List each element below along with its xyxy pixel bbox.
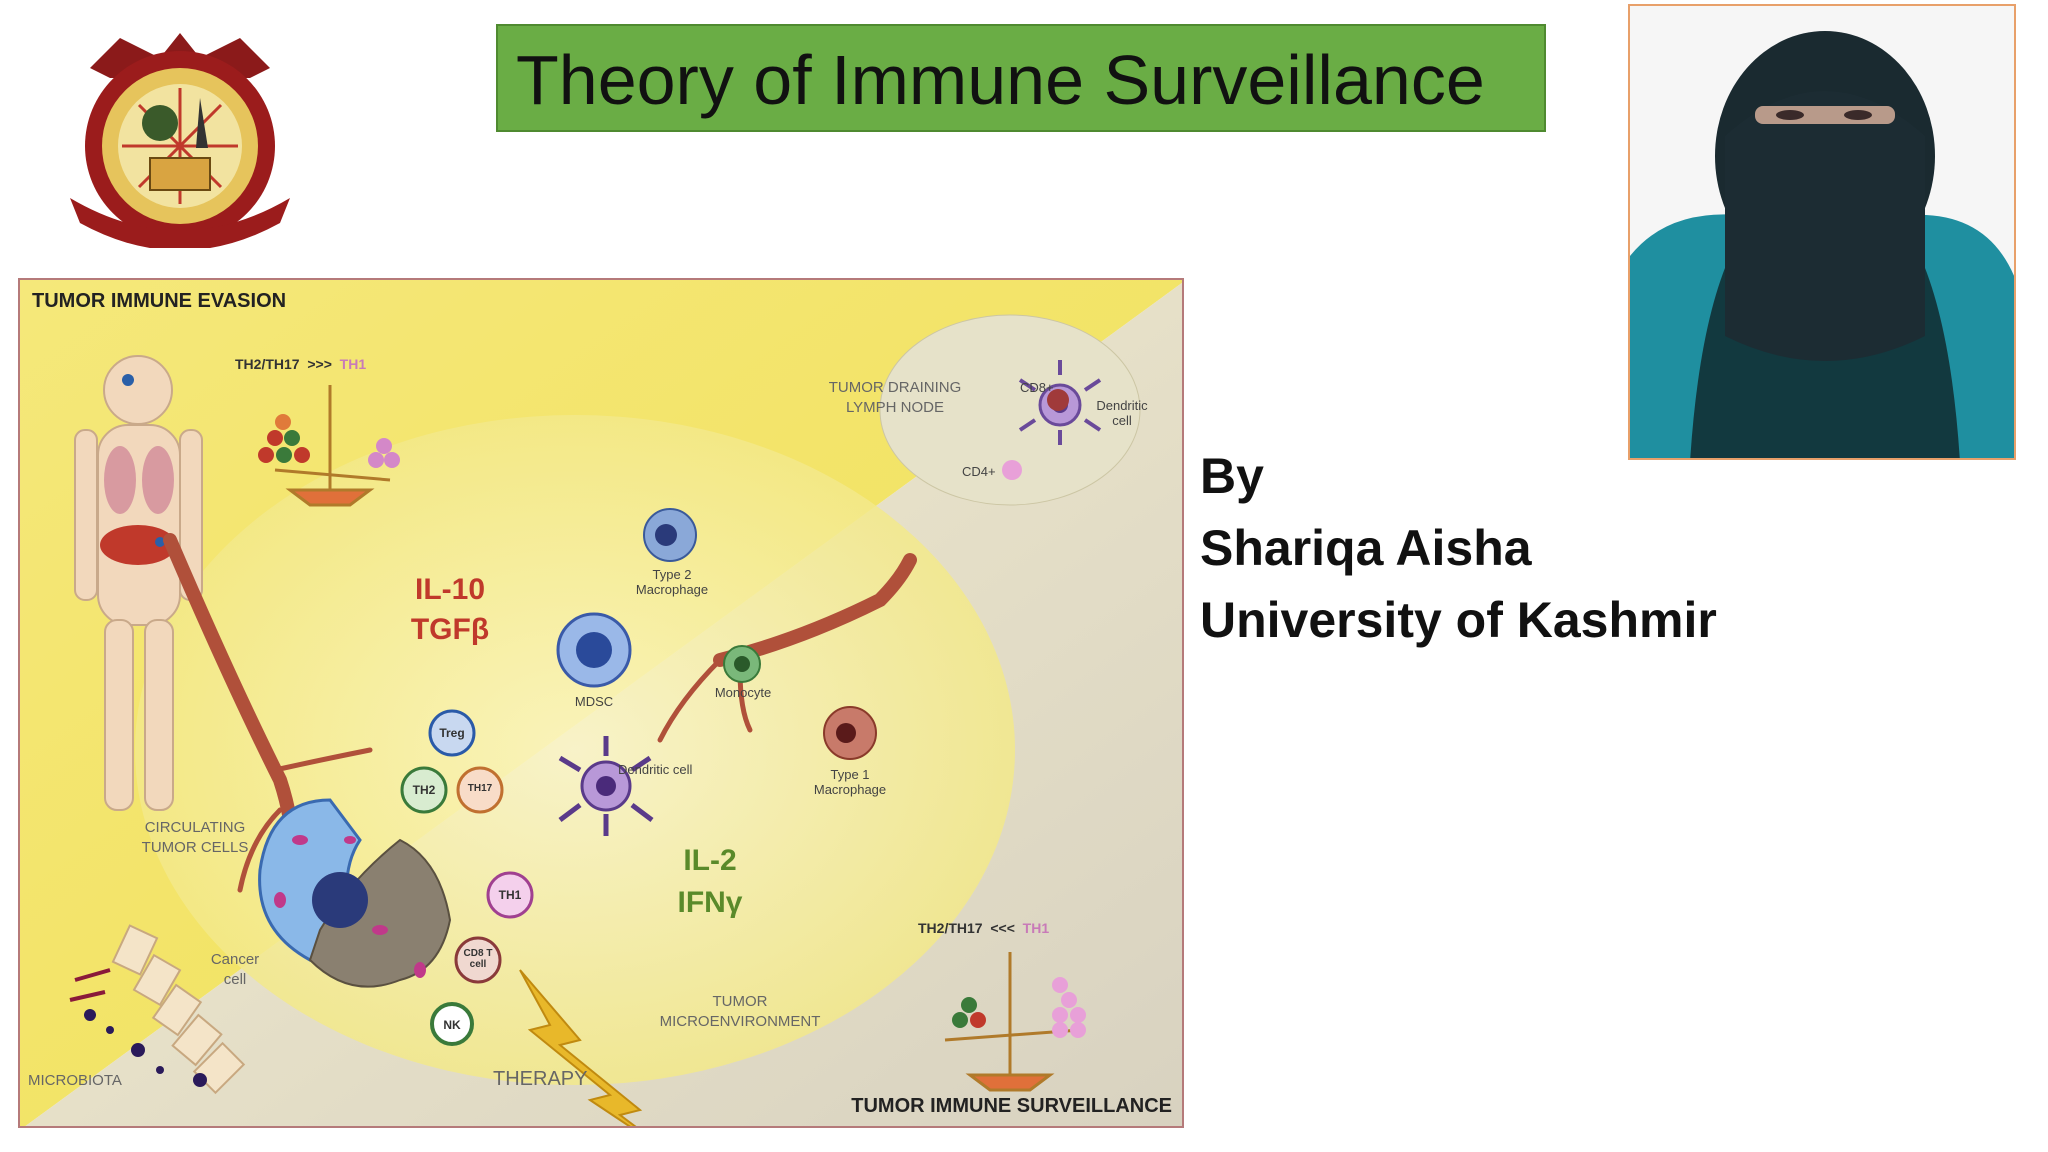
balance-bottom-label: TH2/TH17 <<< TH1 [918, 920, 1050, 936]
label-tgfb: TGFβ [410, 613, 490, 646]
cell-th2-label: TH2 [412, 783, 436, 797]
cell-th1-label: TH1 [498, 888, 522, 902]
author-affiliation: University of Kashmir [1200, 592, 1717, 648]
label-type1-macrophage: Type 1 Macrophage [813, 767, 887, 797]
label-cd4: CD4+ [962, 464, 996, 479]
label-dendritic-center: Dendritic cell [618, 762, 693, 777]
balance-top [274, 385, 391, 507]
label-ifng: IFNγ [677, 886, 743, 919]
author-line-by: By [1200, 448, 1264, 504]
label-mdsc: MDSC [574, 694, 614, 709]
label-microbiota: MICROBIOTA [28, 1072, 122, 1089]
label-cancer-cell: Cancer cell [210, 951, 260, 988]
author-name: Shariqa Aisha [1200, 520, 1532, 576]
label-dendritic-top: Dendritic cell [1096, 398, 1148, 428]
author-block: By Shariqa Aisha University of Kashmir [1200, 440, 1717, 656]
label-monocyte: Monocyte [714, 685, 772, 700]
cell-treg-label: Treg [439, 726, 465, 740]
balance-top-label: TH2/TH17 >>> TH1 [235, 356, 367, 372]
cell-nk-label: NK [443, 1018, 461, 1032]
label-lymph-node: TUMOR DRAINING LYMPH NODE [828, 379, 962, 416]
label-cd8: CD8+ [1020, 380, 1054, 395]
label-surveillance: TUMOR IMMUNE SURVEILLANCE [851, 1095, 1172, 1117]
label-circulating: CIRCULATING TUMOR CELLS [141, 819, 249, 856]
label-evasion: TUMOR IMMUNE EVASION [32, 290, 287, 312]
cell-cd8-label: CD8 T cell [463, 948, 493, 970]
cell-th17-label: TH17 [467, 783, 493, 794]
label-therapy: THERAPY [493, 1068, 588, 1090]
label-il2: IL-2 [683, 844, 737, 877]
label-type2-macrophage: Type 2 Macrophage [635, 567, 709, 597]
presenter-video [1628, 4, 2016, 460]
university-logo [50, 28, 310, 251]
label-il10: IL-10 [414, 573, 486, 606]
title-banner: Theory of Immune Surveillance [496, 24, 1546, 132]
label-tumor-microenvironment: TUMOR MICROENVIRONMENT [659, 993, 821, 1030]
slide-title: Theory of Immune Surveillance [516, 41, 1485, 119]
immune-surveillance-diagram: TUMOR IMMUNE EVASION TUMOR IMMUNE SURVEI… [18, 278, 1184, 1128]
